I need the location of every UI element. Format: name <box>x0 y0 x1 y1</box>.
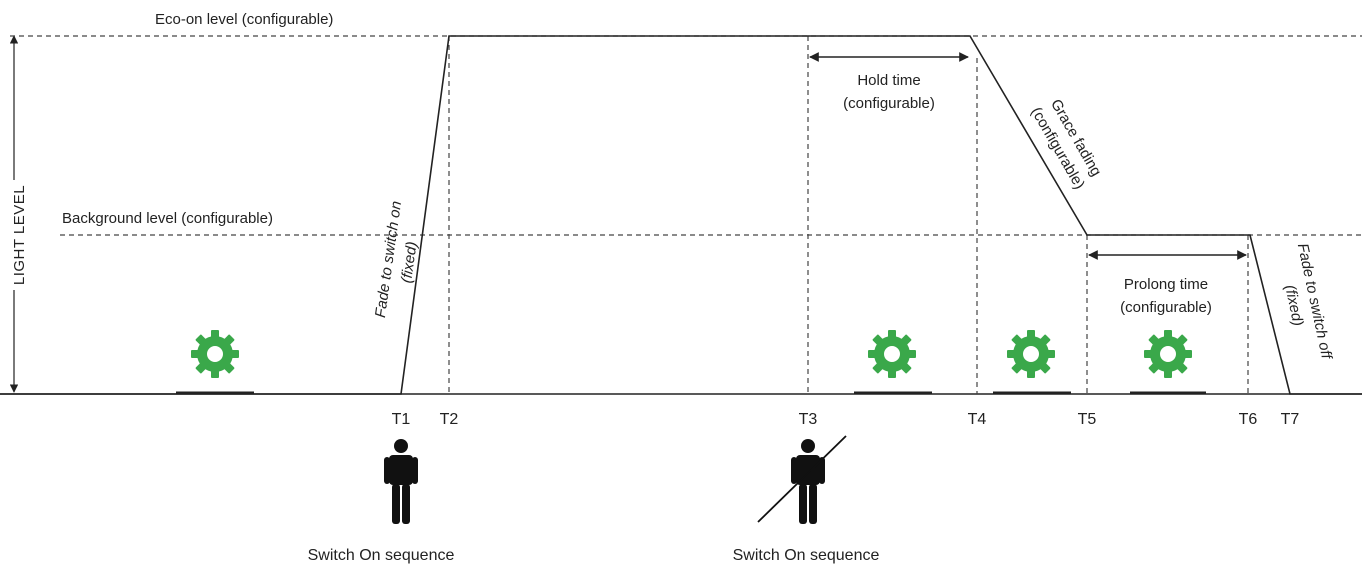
y-axis-label: LIGHT LEVEL <box>11 185 28 285</box>
gear-group-1 <box>176 330 254 395</box>
fade-off-annotation: Fade to switch off (fixed) <box>1281 242 1335 362</box>
time-label-t6: T6 <box>1239 411 1258 428</box>
time-label-t4: T4 <box>968 411 987 428</box>
gear-icon <box>868 330 916 378</box>
fade-off-sublabel: (fixed) <box>1281 283 1306 327</box>
time-marker-lines <box>448 36 1249 394</box>
eco-on-level-label: Eco-on level (configurable) <box>155 11 333 28</box>
fade-on-label: Fade to switch on <box>372 200 405 319</box>
prolong-time-sublabel: (configurable) <box>1120 299 1212 316</box>
background-level-label: Background level (configurable) <box>62 210 273 227</box>
person-crossed-icon <box>757 435 847 524</box>
time-marker-labels: T1 T2 T3 T4 T5 T6 T7 <box>392 411 1300 428</box>
gear-icon <box>1144 330 1192 378</box>
gear-group-3 <box>993 330 1071 395</box>
y-axis: LIGHT LEVEL <box>9 35 28 393</box>
grace-fading-annotation: Grace fading (configurable) <box>1027 96 1104 192</box>
presence-caption: Switch On sequence <box>308 547 455 564</box>
time-label-t1: T1 <box>392 411 411 428</box>
time-label-t2: T2 <box>440 411 459 428</box>
light-level-profile <box>0 35 1362 395</box>
hold-time-label: Hold time <box>857 72 920 89</box>
gear-group-4 <box>1130 330 1206 395</box>
fade-on-sublabel: (fixed) <box>398 240 421 284</box>
time-label-t3: T3 <box>799 411 818 428</box>
time-label-t5: T5 <box>1078 411 1097 428</box>
prolong-time-label: Prolong time <box>1124 276 1208 293</box>
gear-group-2 <box>854 330 932 395</box>
gear-icon <box>1007 330 1055 378</box>
person-icon <box>384 439 418 524</box>
absence-caption: Switch On sequence <box>733 547 880 564</box>
gear-icon <box>191 330 239 378</box>
hold-time-sublabel: (configurable) <box>843 95 935 112</box>
fade-on-annotation: Fade to switch on (fixed) <box>372 200 421 319</box>
time-label-t7: T7 <box>1281 411 1300 428</box>
